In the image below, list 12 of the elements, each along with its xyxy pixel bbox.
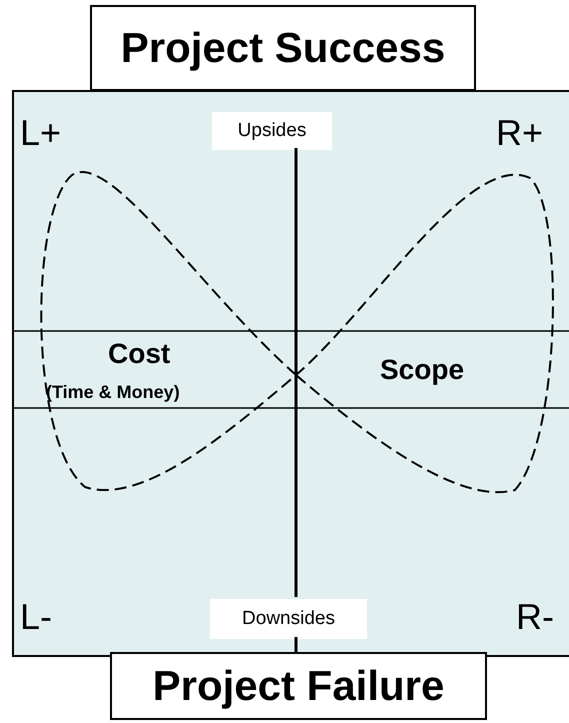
title-box: Project Success	[90, 5, 476, 91]
quadrant-label: L-	[20, 596, 52, 638]
quadrant-label: R+	[496, 112, 544, 154]
quadrant-tag: Upsides	[212, 112, 332, 150]
quadrant-tag: Downsides	[210, 599, 367, 639]
axis-label: Cost	[108, 338, 170, 370]
quadrant-label: R-	[516, 596, 554, 638]
axis-note: (Time & Money)	[46, 382, 180, 403]
quadrant-label: L+	[20, 112, 62, 154]
quadrant-panel	[12, 90, 569, 657]
axis-label: Scope	[380, 354, 464, 386]
title-box: Project Failure	[110, 652, 487, 720]
